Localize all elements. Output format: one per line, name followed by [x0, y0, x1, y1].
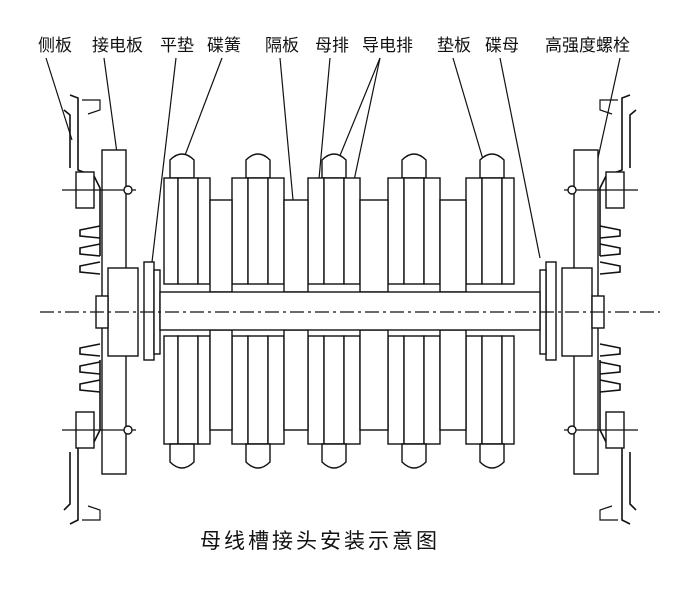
busbar-bottom — [163, 329, 515, 469]
label-disc-nut: 碟母 — [485, 36, 519, 56]
bolt-shaft — [159, 291, 541, 331]
label-spacer-plate: 隔板 — [265, 36, 299, 56]
labels: 侧板 接电板 平垫 碟簧 隔板 母排 导电排 垫板 碟母 高强度螺栓 — [38, 36, 630, 56]
label-connecting-plate: 接电板 — [92, 36, 143, 56]
label-disc-spring: 碟簧 — [207, 36, 241, 56]
leader-lines — [45, 57, 621, 286]
label-high-strength-bolt: 高强度螺栓 — [545, 36, 630, 56]
busbar-stacks — [40, 153, 660, 469]
label-conducting-bar: 导电排 — [362, 36, 413, 56]
busbar-top — [163, 153, 515, 293]
right-side-plate — [539, 94, 638, 525]
label-flat-washer: 平垫 — [160, 36, 194, 56]
label-side-plate: 侧板 — [38, 36, 72, 56]
label-busbar: 母排 — [315, 36, 349, 56]
label-pad-plate: 垫板 — [437, 36, 471, 56]
diagram-caption: 母线槽接头安装示意图 — [200, 529, 440, 553]
left-side-plate — [62, 94, 161, 525]
